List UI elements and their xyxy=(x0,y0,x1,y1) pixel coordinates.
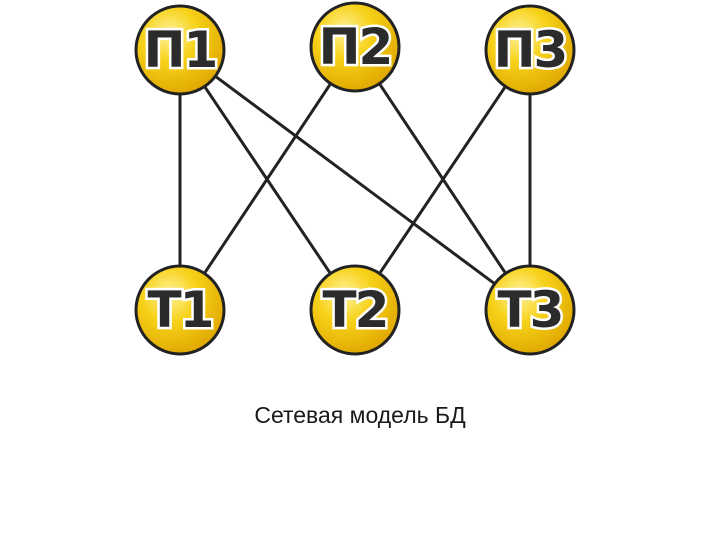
node-label: Т2 xyxy=(323,281,388,339)
edges-layer xyxy=(178,73,532,287)
node-circle xyxy=(134,4,226,96)
node-label: П2 xyxy=(319,18,392,76)
node-p2: П2 xyxy=(309,1,401,93)
node-circle xyxy=(484,4,576,96)
node-circle xyxy=(484,264,576,356)
node-circle xyxy=(134,264,226,356)
edge-p1-t3 xyxy=(212,73,498,287)
edge-p2-t1 xyxy=(202,81,333,276)
node-p1: П1 xyxy=(134,4,226,96)
node-label: Т3 xyxy=(498,281,563,339)
node-circle xyxy=(309,264,401,356)
node-label: Т1 xyxy=(148,281,213,339)
node-t3: Т3 xyxy=(484,264,576,356)
node-label: П3 xyxy=(494,21,567,79)
node-label: П1 xyxy=(144,21,217,79)
node-t2: Т2 xyxy=(309,264,401,356)
node-circle xyxy=(309,1,401,93)
diagram-caption: Сетевая модель БД xyxy=(254,402,466,428)
edge-p3-t2 xyxy=(377,84,508,276)
node-t1: Т1 xyxy=(134,264,226,356)
node-p3: П3 xyxy=(484,4,576,96)
